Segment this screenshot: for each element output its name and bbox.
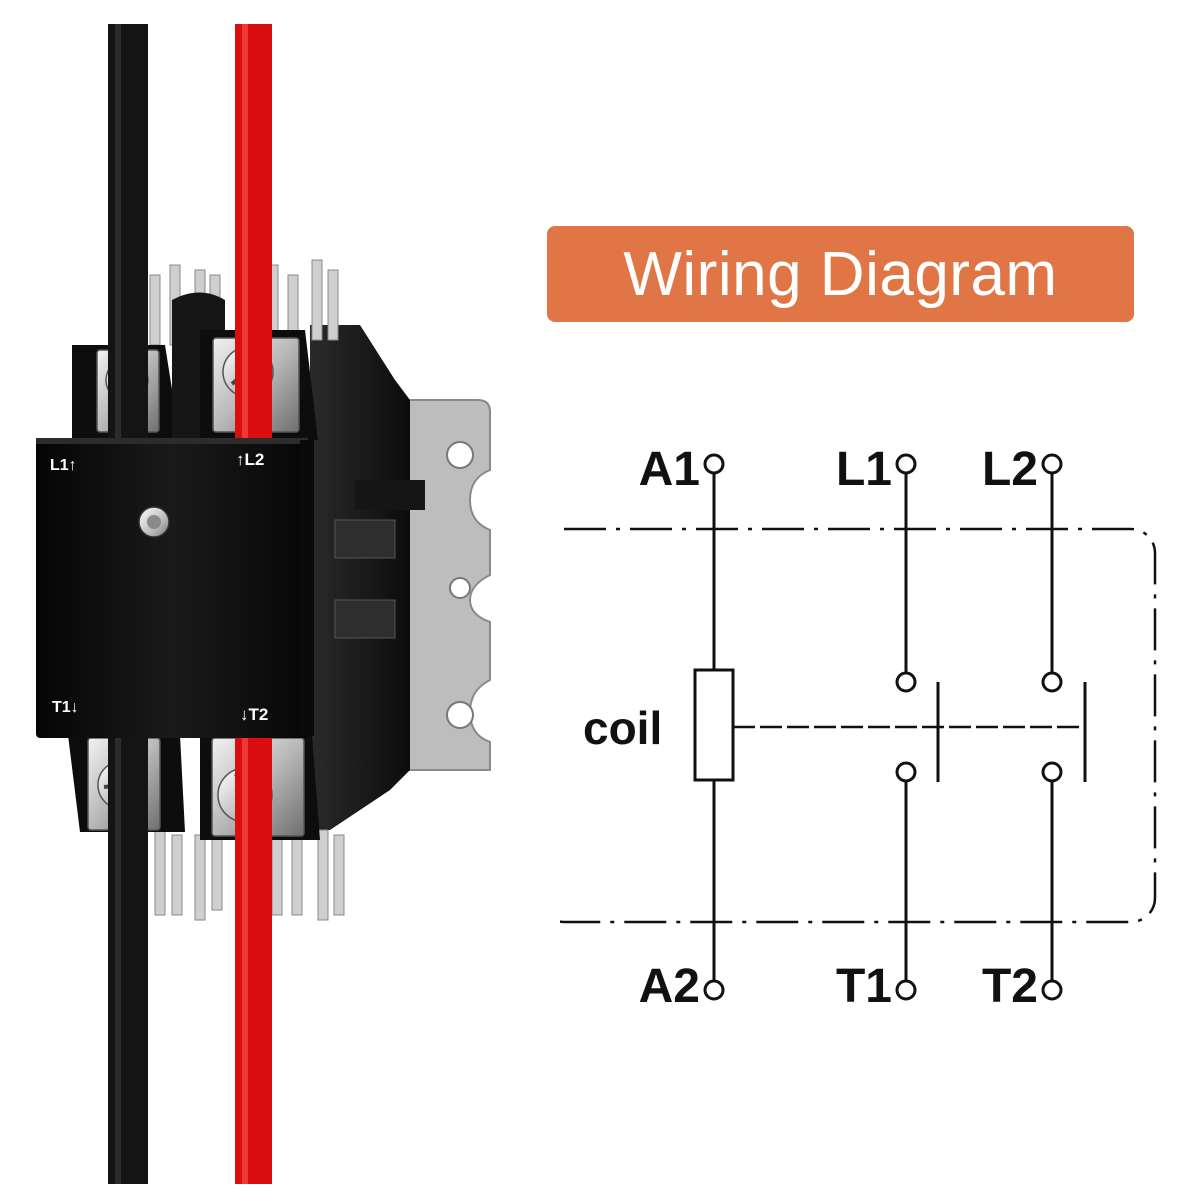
label-t1: T1 — [836, 960, 892, 1013]
label-l2: L2 — [982, 443, 1038, 496]
contact-t2-icon — [1041, 761, 1063, 783]
label-l1: L1 — [836, 443, 892, 496]
coil-label: coil — [583, 702, 662, 754]
banner-title: Wiring Diagram — [623, 239, 1058, 309]
coil-tab-lower — [334, 599, 396, 639]
label-t2: T2 — [982, 960, 1038, 1013]
terminal-t2-icon — [1041, 979, 1063, 1001]
quick-connect-tabs-bottom — [154, 829, 345, 921]
coil-tab-upper — [334, 519, 396, 559]
contact-l1-icon — [895, 671, 917, 693]
title-banner: Wiring Diagram — [547, 226, 1134, 322]
label-a2: A2 — [639, 960, 700, 1013]
coil-symbol — [693, 668, 735, 782]
terminal-l1-icon — [895, 453, 917, 475]
terminal-t1-icon — [895, 979, 917, 1001]
body-label-t2: ↓T2 — [240, 705, 268, 724]
enclosure-boundary — [560, 527, 1157, 924]
center-screw-icon — [138, 506, 170, 538]
contactor-body — [36, 438, 314, 738]
terminal-l2-icon — [1041, 453, 1063, 475]
body-label-t1: T1↓ — [52, 699, 79, 716]
contactor-illustration: L1↑ ↑L2 T1↓ ↓T2 — [36, 24, 491, 1184]
side-housing — [310, 325, 410, 830]
wiring-schematic: A1 L1 L2 A2 T1 T2 coil — [560, 443, 1157, 1013]
contact-l2-icon — [1041, 671, 1063, 693]
label-a1: A1 — [639, 443, 700, 496]
body-label-l2: ↑L2 — [236, 450, 264, 469]
body-label-l1: L1↑ — [50, 457, 77, 474]
terminal-a1-icon — [703, 453, 725, 475]
contact-t1-icon — [895, 761, 917, 783]
terminal-a2-icon — [703, 979, 725, 1001]
